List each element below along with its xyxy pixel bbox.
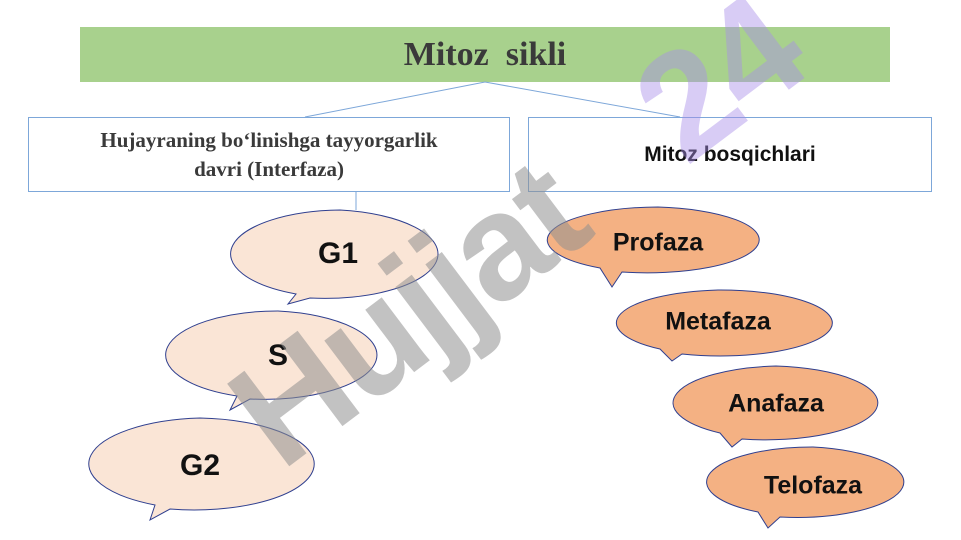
stage-label-anafaza: Anafaza [728, 389, 824, 418]
stage-label-metafaza: Metafaza [665, 307, 771, 336]
stage-label-telofaza: Telofaza [763, 471, 863, 500]
connector-left [304, 81, 486, 118]
bubble-profaza [546, 206, 760, 288]
interphase-box-line2: davri (Interfaza) [194, 156, 344, 181]
interphase-box: Hujayraning boʻlinishga tayyorgarlik dav… [28, 117, 510, 192]
stage-label-s: S [267, 339, 289, 372]
stage-label-profaza: Profaza [612, 228, 704, 257]
stage-label-g1: G1 [317, 237, 359, 270]
bubble-g2 [88, 417, 315, 522]
bubble-anafaza [672, 365, 879, 448]
stage-label-g2: G2 [179, 449, 221, 482]
bubble-s [165, 310, 378, 412]
title-bar: Mitoz sikli [80, 27, 890, 82]
interphase-box-line1: Hujayraning boʻlinishga tayyorgarlik [100, 128, 438, 153]
bubble-g1 [230, 209, 439, 305]
mitosis-box-label: Mitoz bosqichlari [644, 142, 816, 166]
mitosis-box: Mitoz bosqichlari [528, 117, 932, 192]
bubble-metafaza [615, 289, 833, 362]
diagram-title: Mitoz sikli [403, 35, 567, 73]
bubble-telofaza [706, 446, 905, 529]
connector-right [484, 81, 681, 118]
